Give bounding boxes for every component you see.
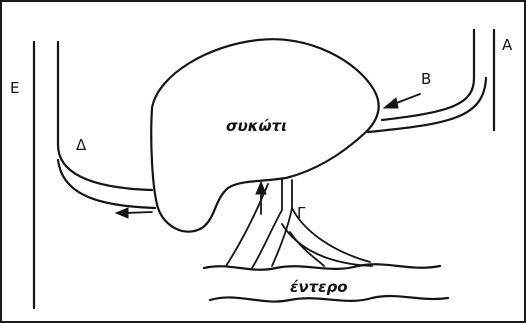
arrow-delta-icon [116, 208, 152, 218]
vessel-gamma-right-b [282, 224, 372, 266]
vessel-delta-outer [58, 42, 152, 190]
label-b: B [421, 70, 431, 88]
label-a: A [502, 36, 513, 54]
arrow-b-icon [384, 94, 420, 108]
label-intestine: έντερο [290, 278, 348, 296]
vessel-delta-inner [58, 160, 155, 208]
label-gamma: Γ [297, 204, 306, 222]
intestine-bottom [210, 296, 448, 302]
label-delta: Δ [76, 136, 87, 154]
liver-outline [151, 39, 378, 231]
label-e: E [10, 79, 19, 97]
label-liver: συκώτι [226, 117, 287, 135]
